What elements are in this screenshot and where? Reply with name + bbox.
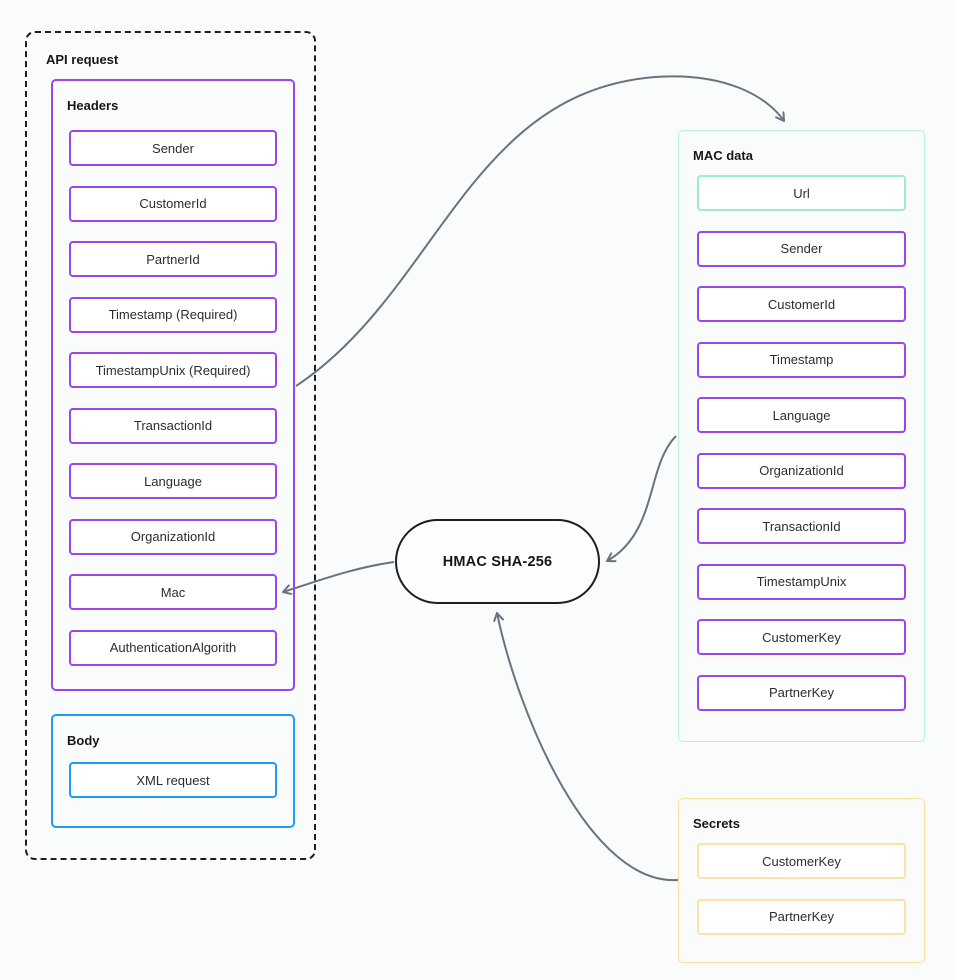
headers-group: Headers Sender CustomerId PartnerId	[51, 79, 295, 691]
mac-data-field-label: PartnerKey	[768, 685, 835, 700]
mac-data-field-label: Language	[772, 407, 831, 423]
mac-data-field-label: Timestamp	[769, 352, 834, 367]
mac-data-field-label: TimestampUnix	[756, 574, 847, 589]
header-field-node: Timestamp (Required)	[69, 296, 277, 333]
mac-data-field-node: OrganizationId	[697, 452, 906, 489]
secret-field-label: PartnerKey	[768, 909, 835, 924]
mac-data-field-node: Sender	[697, 230, 906, 267]
header-field-label: TimestampUnix (Required)	[95, 362, 251, 378]
secrets-list: CustomerKey PartnerKey	[697, 843, 906, 935]
header-field-label: OrganizationId	[130, 529, 216, 544]
api-request-title: API request	[46, 52, 119, 67]
body-group: Body XML request	[51, 714, 295, 828]
header-field-label: Sender	[152, 140, 194, 156]
header-field-label: Timestamp (Required)	[108, 307, 238, 322]
secrets-group: Secrets CustomerKey PartnerKey	[678, 798, 925, 963]
header-field-node: Language	[69, 463, 277, 499]
body-title: Body	[67, 733, 100, 748]
header-field-label: Language	[144, 473, 202, 489]
hmac-sha256-label: HMAC SHA-256	[442, 553, 553, 570]
header-field-node: AuthenticationAlgorith	[69, 629, 277, 666]
mac-data-field-node: PartnerKey	[697, 674, 906, 711]
mac-data-field-label: CustomerId	[767, 296, 836, 312]
mac-data-field-node: CustomerKey	[697, 619, 906, 655]
header-field-label: TransactionId	[133, 418, 213, 433]
mac-data-field-label: OrganizationId	[759, 463, 844, 478]
header-field-node: TransactionId	[69, 407, 277, 444]
header-field-node: CustomerId	[69, 185, 277, 222]
header-field-node: OrganizationId	[69, 518, 277, 555]
header-field-label: AuthenticationAlgorith	[109, 640, 237, 655]
headers-title: Headers	[67, 98, 119, 113]
mac-data-field-label: Url	[793, 185, 810, 201]
header-field-node: Mac	[69, 574, 277, 610]
hmac-sha256-node: HMAC SHA-256	[395, 519, 600, 604]
body-field-label: XML request	[136, 772, 210, 788]
secret-field-node: PartnerKey	[697, 898, 906, 935]
mac-data-field-node: Url	[697, 175, 906, 211]
mac-data-field-label: TransactionId	[762, 518, 841, 534]
mac-data-field-node: CustomerId	[697, 286, 906, 322]
mac-data-field-label: Sender	[780, 241, 823, 256]
mac-data-group: MAC data Url Sender CustomerId Timestamp	[678, 130, 925, 742]
header-field-node: PartnerId	[69, 241, 277, 277]
mac-data-title: MAC data	[693, 148, 753, 163]
header-field-label: CustomerId	[139, 196, 207, 211]
mac-data-field-node: Language	[697, 397, 906, 433]
header-field-node: Sender	[69, 130, 277, 166]
header-field-label: Mac	[160, 584, 186, 600]
arrow-mac-data-to-hmac	[607, 435, 677, 561]
secret-field-node: CustomerKey	[697, 843, 906, 879]
secret-field-label: CustomerKey	[762, 853, 841, 869]
headers-list: Sender CustomerId PartnerId Timestamp (R…	[69, 130, 277, 666]
api-request-group: API request Headers Sender CustomerId Pa…	[25, 31, 316, 860]
header-field-node: TimestampUnix (Required)	[69, 352, 277, 388]
mac-data-list: Url Sender CustomerId Timestamp Language	[697, 175, 906, 711]
body-list: XML request	[69, 762, 277, 798]
arrow-secrets-to-hmac	[497, 613, 679, 882]
header-field-label: PartnerId	[146, 251, 200, 267]
body-field-node: XML request	[69, 762, 277, 798]
secrets-title: Secrets	[693, 816, 740, 831]
mac-data-field-node: TransactionId	[697, 508, 906, 544]
mac-data-field-node: Timestamp	[697, 341, 906, 378]
mac-data-field-node: TimestampUnix	[697, 563, 906, 600]
mac-data-field-label: CustomerKey	[762, 629, 841, 645]
